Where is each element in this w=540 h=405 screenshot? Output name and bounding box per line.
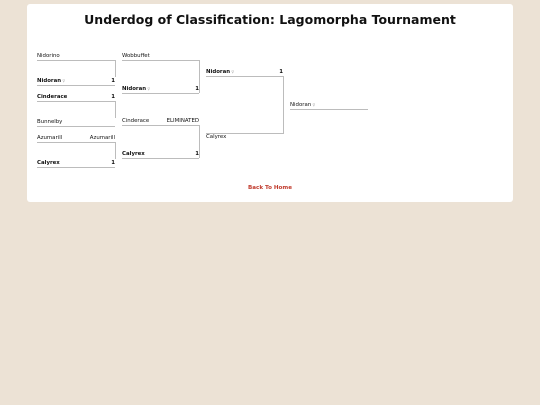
competitor-score: Azumarill — [89, 135, 115, 141]
competitor-score: 1 — [279, 69, 283, 75]
competitor-score: 1 — [111, 160, 115, 166]
female-sign-icon: ♀ — [62, 78, 65, 83]
round1-slot-6: Calyrex 1 — [37, 159, 115, 168]
round2-slot-4: Calyrex 1 — [122, 150, 199, 159]
round3-slot-1: Nidoran♀ 1 — [206, 68, 283, 77]
competitor-name: Calyrex — [206, 134, 227, 140]
champion-name: Nidoran — [290, 102, 312, 108]
female-sign-icon: ♀ — [312, 102, 316, 107]
competitor-name: Nidoran — [37, 78, 62, 84]
bracket-connector — [283, 76, 284, 133]
competitor-name: Calyrex — [37, 160, 60, 166]
bracket-connector — [206, 133, 284, 134]
round1-slot-2: Nidoran♀ 1 — [37, 77, 115, 86]
back-to-home-link[interactable]: Back To Home — [247, 185, 293, 191]
elimination-status: ELIMINATED — [166, 118, 199, 124]
competitor-name: Calyrex — [122, 151, 145, 157]
competitor-name: Azumarill — [37, 135, 63, 141]
bracket-connector — [115, 142, 116, 159]
round1-slot-4: Bunnelby — [37, 118, 115, 127]
round2-slot-1: Wobbuffet — [122, 52, 199, 61]
competitor-name: Nidoran — [206, 69, 231, 75]
bracket-connector — [115, 60, 116, 77]
tournament-card: Underdog of Classification: Lagomorpha T… — [27, 4, 513, 202]
round3-slot-2: Calyrex — [206, 125, 283, 140]
competitor-name: Bunnelby — [37, 119, 63, 125]
female-sign-icon: ♀ — [231, 69, 234, 74]
bracket-connector — [115, 101, 116, 118]
bracket-connector — [199, 60, 200, 93]
competitor-score: 1 — [111, 78, 115, 84]
round2-slot-2: Nidoran♀ 1 — [122, 85, 199, 94]
champion-slot: Nidoran♀ — [290, 101, 368, 110]
round2-slot-3: Cinderace ELIMINATED — [122, 117, 199, 126]
page-title: Underdog of Classification: Lagomorpha T… — [84, 12, 456, 27]
competitor-score: 1 — [195, 86, 199, 92]
competitor-name: Cinderace — [122, 118, 150, 124]
female-sign-icon: ♀ — [147, 86, 150, 91]
round1-slot-5: Azumarill Azumarill — [37, 134, 115, 143]
round1-slot-1: Nidorino — [37, 52, 115, 61]
competitor-name: Nidorino — [37, 53, 60, 59]
competitor-name: Nidoran — [122, 86, 147, 92]
competitor-score: 1 — [111, 94, 115, 100]
competitor-name: Cinderace — [37, 94, 68, 100]
competitor-score: 1 — [195, 151, 199, 157]
bracket-connector — [199, 125, 200, 158]
round1-slot-3: Cinderace 1 — [37, 93, 115, 102]
competitor-name: Wobbuffet — [122, 53, 150, 59]
